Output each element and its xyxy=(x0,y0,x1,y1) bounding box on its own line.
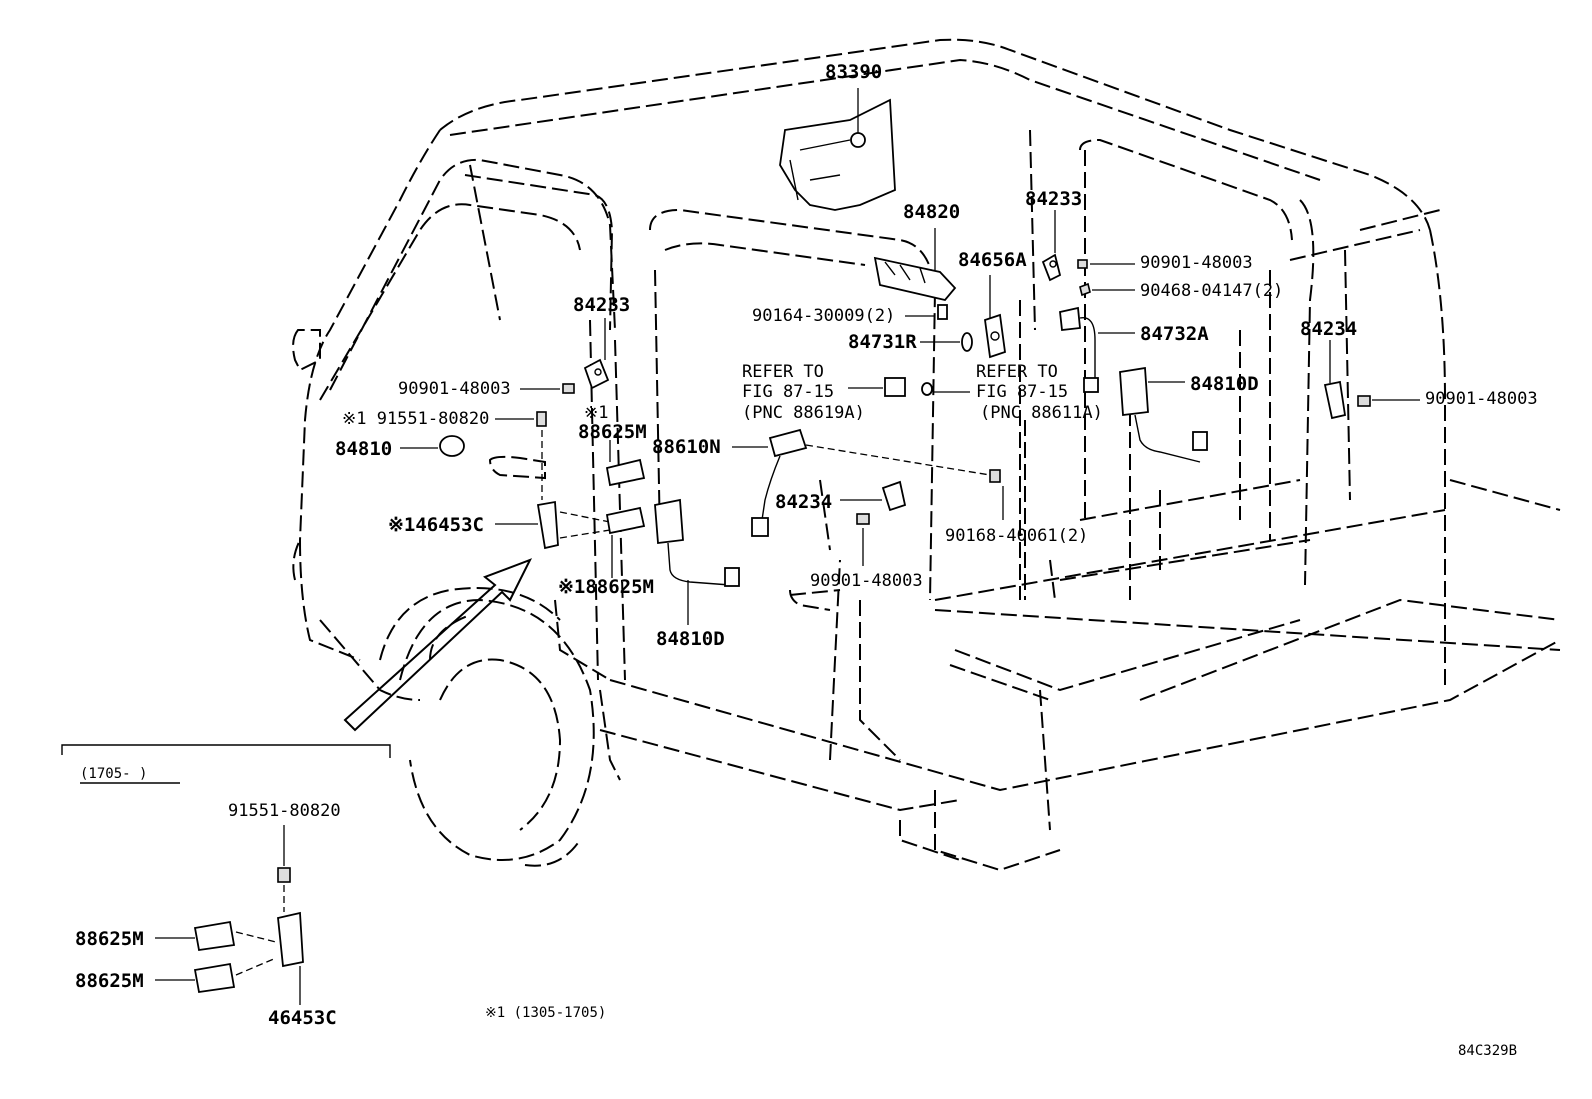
part-84810-icon xyxy=(400,435,465,457)
screw-90168-icon xyxy=(989,469,1004,520)
refer-left-line2: FIG 87-15 xyxy=(742,382,834,402)
label-note-mark-88625m: ※1 xyxy=(584,403,608,423)
refer-part-left-icon xyxy=(848,377,906,397)
inset-screw-icon xyxy=(277,825,291,912)
label-inset-46453c: 46453C xyxy=(268,1007,337,1029)
label-84810: 84810 xyxy=(335,438,392,460)
label-90164: 90164-30009(2) xyxy=(752,306,895,326)
screw-90901-bottom-icon xyxy=(856,513,870,566)
screw-90901-right-icon xyxy=(1357,395,1420,407)
label-84234-mid: 84234 xyxy=(775,491,832,513)
label-84234-right: 84234 xyxy=(1300,318,1357,340)
label-88625m-upper: 88625M xyxy=(578,421,647,443)
screw-90901-left-icon xyxy=(520,383,575,394)
part-84810d-mid-icon xyxy=(654,498,740,625)
part-84234-right-icon xyxy=(1323,340,1347,420)
view-direction-arrow xyxy=(343,558,533,732)
part-84732a-icon xyxy=(1059,306,1135,393)
label-91551-left: ※1 91551-80820 xyxy=(342,409,489,429)
part-88610n-icon xyxy=(732,428,991,537)
label-84731r: 84731R xyxy=(848,331,917,353)
label-84233-left: 84233 xyxy=(573,294,630,316)
nut-90468-icon xyxy=(1079,282,1135,297)
label-84732a: 84732A xyxy=(1140,323,1209,345)
refer-part-right-icon xyxy=(921,382,970,396)
label-90468: 90468-04147(2) xyxy=(1140,281,1283,301)
label-inset-91551: 91551-80820 xyxy=(228,801,341,821)
inset-connector-2-icon xyxy=(155,957,277,994)
part-84820-icon xyxy=(873,228,957,302)
label-84233-top: 84233 xyxy=(1025,188,1082,210)
label-90901-right: 90901-48003 xyxy=(1425,389,1538,409)
label-88610n: 88610N xyxy=(652,436,721,458)
inset-bracket-icon xyxy=(277,911,304,1005)
label-84810d-mid: 84810D xyxy=(656,628,725,650)
label-90901-top: 90901-48003 xyxy=(1140,253,1253,273)
label-inset-88625m-2: 88625M xyxy=(75,970,144,992)
screw-91551-left-icon xyxy=(495,411,547,500)
label-inset-88625m-1: 88625M xyxy=(75,928,144,950)
refer-left-line1: REFER TO xyxy=(742,362,824,382)
refer-left-line3: (PNC 88619A) xyxy=(742,403,865,423)
label-90901-left: 90901-48003 xyxy=(398,379,511,399)
part-88625m-lower-icon xyxy=(605,506,646,578)
screw-90164-icon xyxy=(905,304,948,320)
part-84233-top-icon xyxy=(1041,210,1062,282)
inset-connector-1-icon xyxy=(155,920,277,952)
figure-code: 84C329B xyxy=(1458,1043,1517,1059)
part-88625m-upper-icon xyxy=(605,440,646,487)
label-83390: 83390 xyxy=(825,61,882,83)
label-90168: 90168-40061(2) xyxy=(945,526,1088,546)
part-84810d-right-icon xyxy=(1119,366,1208,463)
refer-right-line2: FIG 87-15 xyxy=(976,382,1068,402)
label-84820: 84820 xyxy=(903,201,960,223)
part-83390-icon xyxy=(779,88,896,211)
part-84234-mid-icon xyxy=(840,480,907,512)
vehicle-body-outline xyxy=(292,38,1561,872)
label-84656a: 84656A xyxy=(958,249,1027,271)
part-84233-left-icon xyxy=(583,318,610,390)
label-88625m-lower: ※188625M xyxy=(558,576,654,598)
part-84731r-icon xyxy=(920,332,973,352)
label-90901-bottom: 90901-48003 xyxy=(810,571,923,591)
refer-right-line1: REFER TO xyxy=(976,362,1058,382)
label-84810d-right: 84810D xyxy=(1190,373,1259,395)
inset-range: (1705- ) xyxy=(80,766,147,782)
footnote: ※1 (1305-1705) xyxy=(485,1005,606,1021)
label-46453c-left: ※146453C xyxy=(388,514,484,536)
refer-right-line3: (PNC 88611A) xyxy=(980,403,1103,423)
bracket-46453c-icon xyxy=(495,500,611,550)
screw-90901-top-icon xyxy=(1077,259,1135,269)
part-84656a-icon xyxy=(984,275,1006,359)
inset-frame xyxy=(61,744,391,758)
